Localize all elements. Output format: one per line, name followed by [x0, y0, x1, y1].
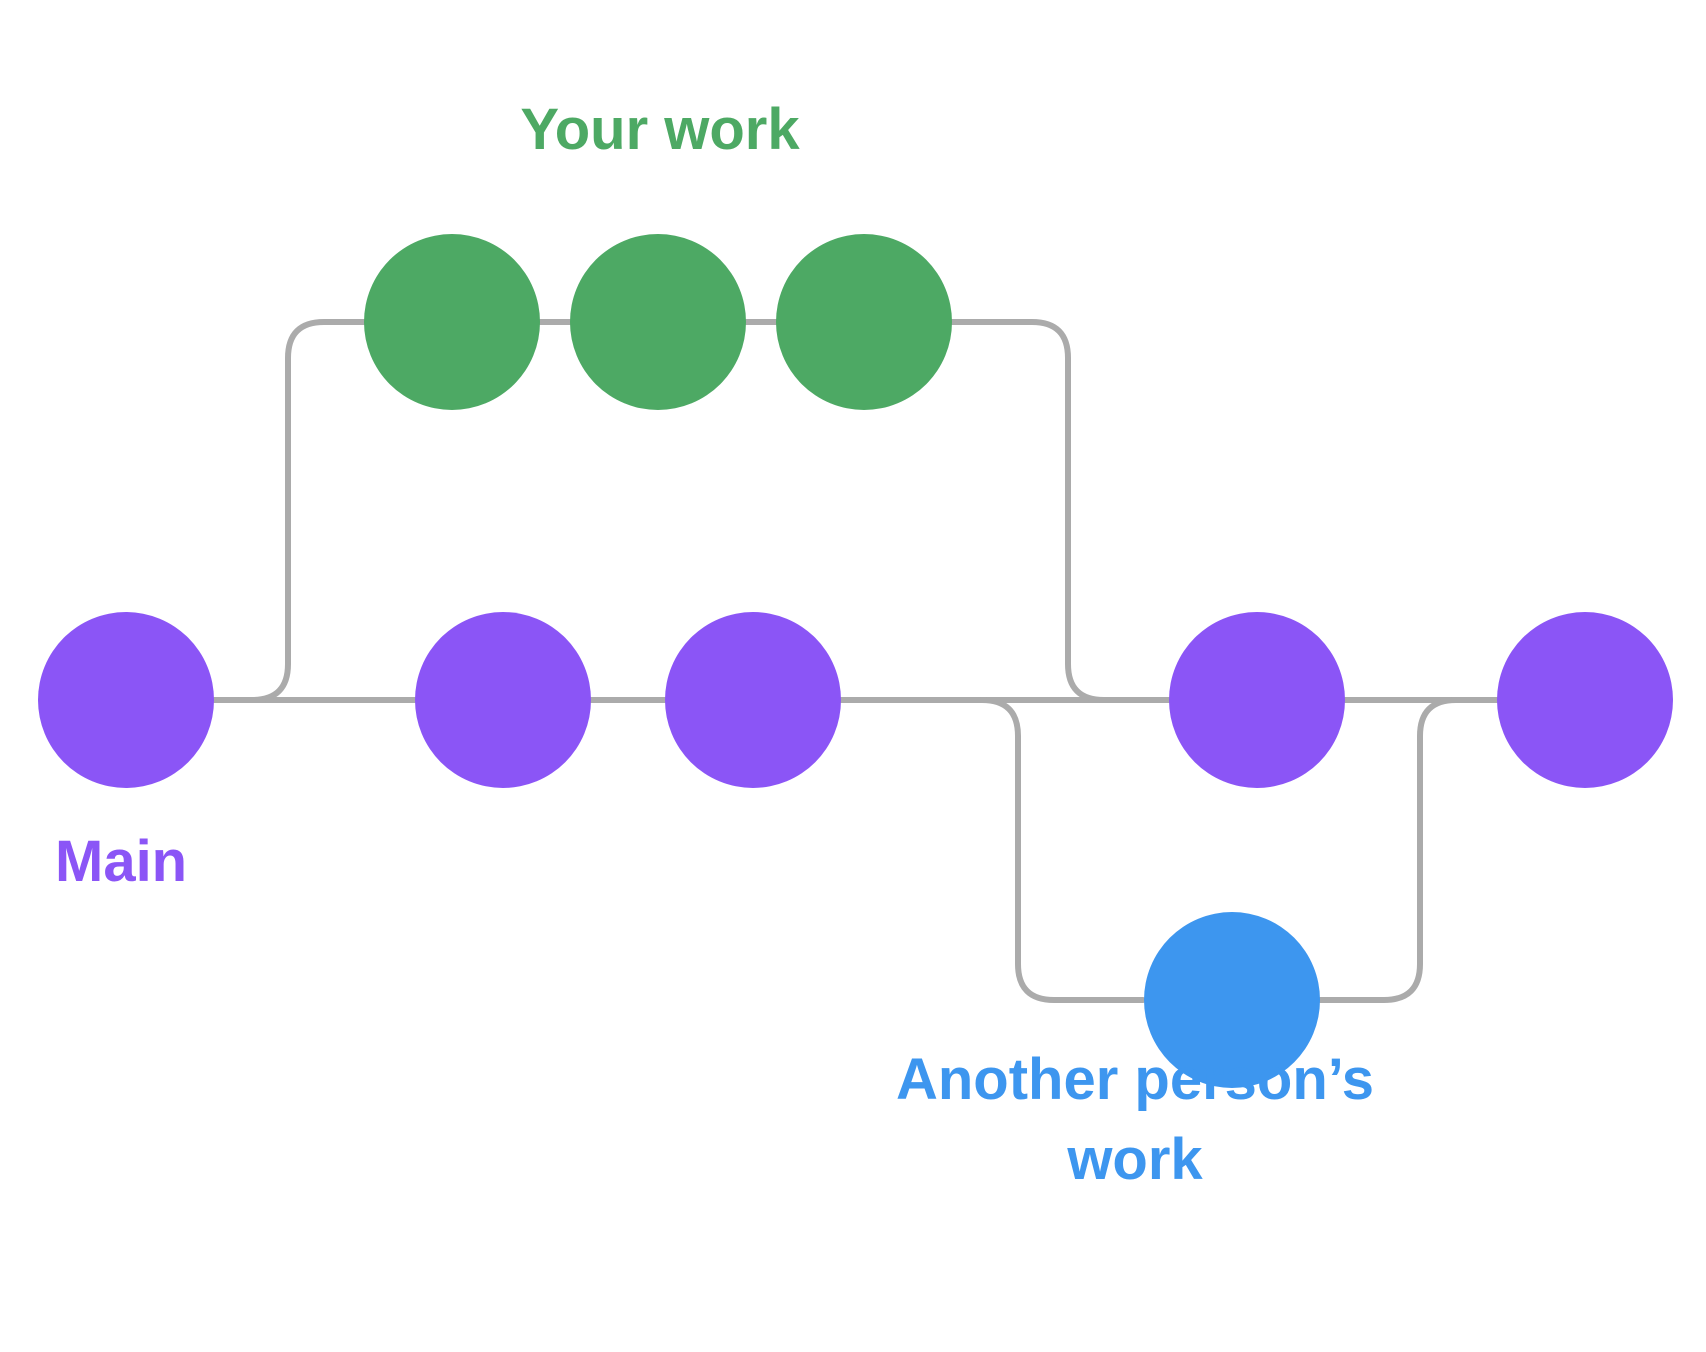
commit-your-work-2 [570, 234, 746, 410]
commit-main-3 [665, 612, 841, 788]
another-person-branch-label: Another person’s work [895, 1047, 1375, 1193]
main-branch-label: Main [55, 829, 188, 894]
your-work-branch-label: Your work [520, 97, 800, 162]
another-person-branch-out-line [979, 697, 1146, 1003]
commit-your-work-1 [364, 234, 540, 410]
commit-another-person-1 [1144, 912, 1320, 1088]
commit-main-5 [1497, 612, 1673, 788]
commit-your-work-3 [776, 234, 952, 410]
commit-main-4 [1169, 612, 1345, 788]
your-work-merge-line [949, 319, 1143, 703]
your-work-branch-out-line [237, 319, 369, 703]
commit-main-1 [38, 612, 214, 788]
another-person-merge-line [1317, 697, 1500, 1003]
commit-main-2 [415, 612, 591, 788]
